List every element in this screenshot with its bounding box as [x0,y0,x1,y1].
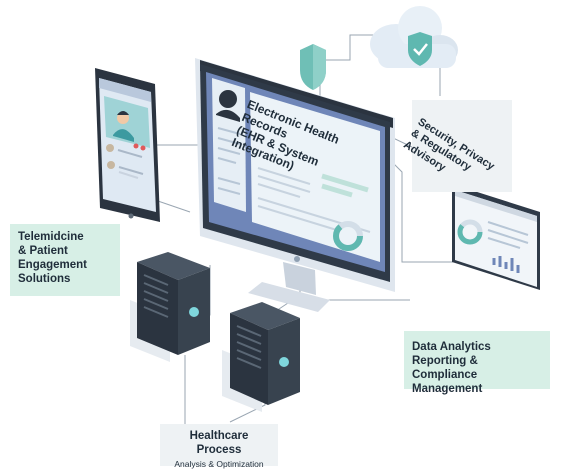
shield-icon [300,44,326,90]
server-status-light [189,307,199,317]
patient-avatar-icon [104,96,150,148]
server-vents [236,325,262,369]
server-unit-1 [130,252,210,362]
panel-lines [487,221,529,249]
healthcare-process-label-box: Healthcare Process Analysis & Optimizati… [160,424,278,470]
doctor-avatar-icon [216,90,240,122]
security-label-box: Security, Privacy & Regulatory Advisory [401,100,512,192]
healthcare-process-title: Healthcare Process [189,430,249,457]
telemedicine-line2: & Patient [18,245,68,258]
record-bars [321,173,369,198]
home-button-icon [128,213,134,219]
sidebar-lines [217,127,241,195]
server-status-light [279,357,289,367]
data-analytics-line2: Reporting & Compliance [412,355,478,382]
analytics-panel [452,184,540,290]
security-text: Security, Privacy & Regulatory Advisory [401,116,507,203]
data-analytics-line3: Management [412,383,483,396]
donut-chart-icon [333,221,363,251]
shield-check-icon [408,32,432,66]
monitor-device [195,58,395,312]
telemedicine-line3: Engagement [18,259,88,272]
tablet-device [95,68,160,222]
telemedicine-line1: Telemidcine [18,231,84,243]
donut-chart-icon [457,219,483,245]
server-unit-2 [222,302,300,412]
call-end-icon [133,143,139,149]
call-mic-icon [140,145,146,151]
power-led-icon [294,256,300,262]
telemedicine-line4: Solutions [18,273,71,286]
chat-row [106,144,144,179]
server-vents [143,274,169,318]
record-lines [257,167,371,233]
telemedicine-label-box: Telemidcine & Patient Engagement Solutio… [10,224,120,296]
data-analytics-label-box: Data Analytics Reporting & Compliance Ma… [404,331,550,395]
healthcare-process-subtitle: Analysis & Optimization [174,459,264,470]
data-analytics-line1: Data Analytics [412,341,491,353]
bar-chart-icon [492,256,520,273]
